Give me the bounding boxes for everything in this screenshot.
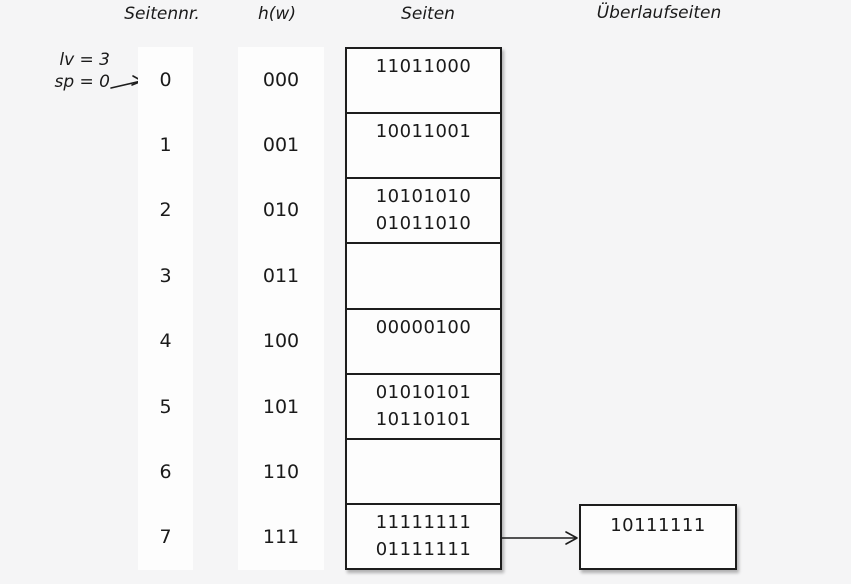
page-box: 10101010 01011010 [347,179,500,245]
header-hash-function: h(w) [258,4,296,24]
header-overflow-pages: Überlaufseiten [596,3,722,23]
hash-value-label: 111 [262,526,300,549]
record-value: 01011010 [375,213,472,235]
hash-value-label: 101 [262,395,300,418]
page-box: 10011001 [347,114,500,180]
page-number-label: 1 [159,134,172,157]
page-number-label: 3 [159,264,172,287]
hash-value-label: 110 [262,460,300,483]
page-number-label: 0 [159,68,172,91]
record-value: 10110101 [375,408,472,430]
state-annotation: lv = 3 sp = 0 [26,49,110,93]
page-number-column: 0 1 2 3 4 5 6 7 [138,47,193,570]
record-value: 01111111 [375,538,472,560]
overflow-record-value: 10111111 [610,515,706,536]
page-box: 01010101 10110101 [347,375,500,440]
record-value: 11011000 [375,56,472,77]
page-number-label: 2 [159,199,172,222]
page-box [347,440,500,505]
page-number-label: 7 [159,526,172,549]
page-box: 00000100 [347,310,500,375]
page-number-label: 5 [159,395,172,418]
page-number-label: 6 [159,460,172,483]
level-value: lv = 3 [59,50,110,70]
hash-value-label: 001 [262,134,300,157]
hash-value-label: 011 [262,264,300,287]
record-value: 10101010 [375,186,472,208]
overflow-page-box: 10111111 [579,504,737,570]
record-value: 11111111 [375,511,472,533]
page-box: 11111111 01111111 [347,505,500,568]
overflow-arrow-right-icon [501,531,578,545]
header-page-number: Seitennr. [124,4,200,24]
record-value: 10011001 [375,121,472,143]
page-box [347,244,500,310]
hash-value-label: 010 [262,199,300,222]
page-number-label: 4 [159,330,172,353]
page-box: 11011000 [347,49,500,115]
record-value: 00000100 [375,316,472,338]
hash-value-label: 000 [262,68,300,91]
hash-column: 000 001 010 011 100 101 110 111 [238,47,324,570]
split-pointer-value: sp = 0 [54,72,110,92]
hash-value-label: 100 [262,330,300,353]
header-pages: Seiten [401,4,455,24]
record-value: 01010101 [375,381,472,403]
pages-stack: 11011000 10011001 10101010 01011010 00000100… [345,47,502,570]
